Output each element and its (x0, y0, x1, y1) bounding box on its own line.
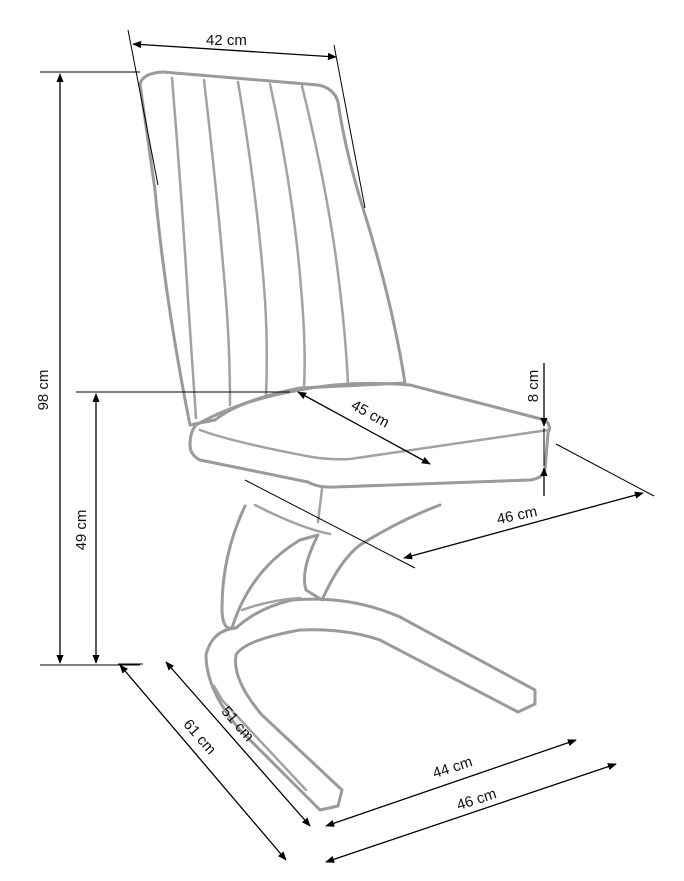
seat-side-seam (316, 487, 324, 524)
dimension-lines (40, 29, 655, 863)
label-seat-depth: 45 cm (348, 397, 392, 432)
label-seat-height: 49 cm (73, 510, 90, 551)
label-base-outer-width: 46 cm (455, 785, 499, 814)
label-back-width: 42 cm (206, 32, 247, 49)
backrest-channel (236, 80, 269, 397)
backrest-channel (268, 82, 306, 390)
base-edge (212, 684, 308, 792)
back-width-arrow (132, 40, 337, 61)
dimension-labels: 42 cm 98 cm 49 cm 45 cm 8 cm 46 cm 51 cm… (35, 32, 542, 814)
total-depth-arrow (119, 664, 287, 861)
seat-width-arrow (403, 491, 644, 560)
base-outer-width-arrow (325, 763, 617, 863)
chair-seat (188, 381, 551, 489)
base-depth-arrow (165, 661, 311, 827)
backrest-channel (300, 84, 350, 386)
seat-depth-arrow (297, 391, 431, 465)
label-base-depth: 51 cm (218, 703, 258, 745)
base-crossbar (240, 596, 302, 612)
chair-support (220, 503, 442, 630)
backrest-channel (170, 76, 198, 420)
backrest-channel (202, 78, 232, 407)
seat-front-edge (198, 428, 550, 461)
support-inner (253, 503, 332, 536)
label-seat-width: 46 cm (495, 503, 539, 528)
chair-illustration (138, 70, 551, 812)
label-total-height: 98 cm (35, 370, 52, 411)
base-inner-width-arrow (325, 739, 577, 827)
chair-backrest (138, 70, 407, 427)
label-seat-thickness: 8 cm (525, 370, 542, 403)
chair-base (204, 597, 537, 812)
label-total-depth: 61 cm (180, 716, 220, 758)
